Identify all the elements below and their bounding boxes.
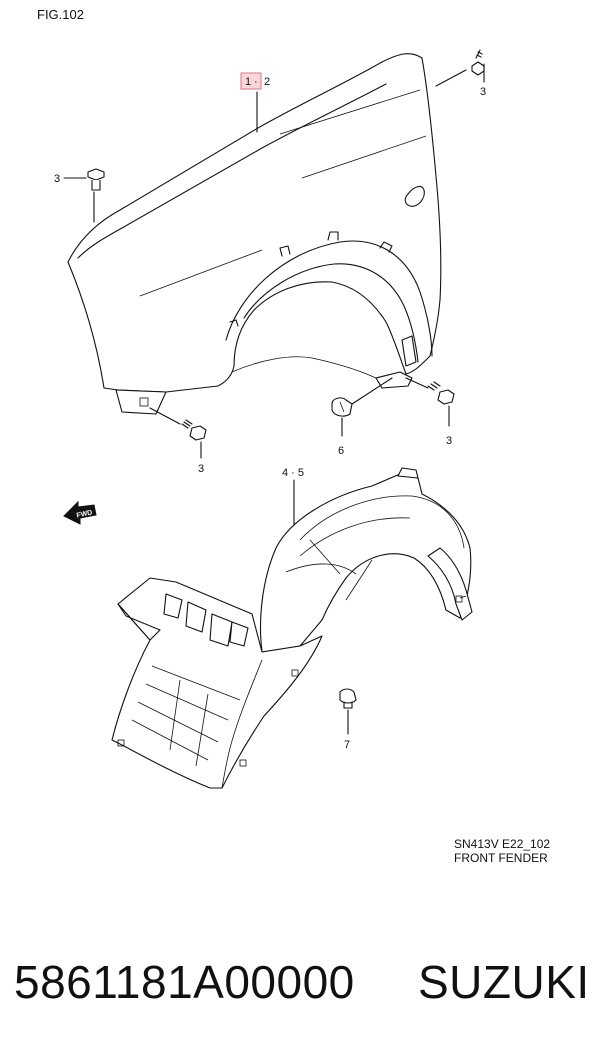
part-number: 5861181A00000 bbox=[14, 956, 355, 1008]
front-fender-panel bbox=[67, 53, 442, 415]
drawing-title: FRONT FENDER bbox=[454, 851, 548, 865]
bolt-icon bbox=[87, 168, 105, 223]
callout-bolt-top-right: 3 bbox=[480, 86, 486, 98]
callout-bolt-bottom-right: 3 bbox=[446, 435, 452, 447]
clip-icon bbox=[339, 688, 357, 735]
callout-fender-ref-2: 2 bbox=[264, 76, 270, 88]
bolt-icon bbox=[435, 49, 485, 87]
inner-fender-liner bbox=[111, 467, 473, 789]
callout-fender-ref-1: 1 bbox=[245, 76, 251, 88]
callout-clip-7: 7 bbox=[344, 739, 350, 751]
bolt-icon bbox=[405, 377, 455, 427]
callout-bolt-top-left: 3 bbox=[54, 173, 60, 185]
callout-fender-ref-sep: · bbox=[254, 76, 258, 88]
fwd-arrow-label: FWD bbox=[76, 509, 93, 519]
fwd-arrow-icon: FWD bbox=[63, 500, 97, 525]
callout-bolt-bottom-left: 3 bbox=[198, 463, 204, 475]
callout-fender-ref[interactable]: 1 · 2 bbox=[240, 72, 270, 90]
clip-icon bbox=[331, 377, 393, 437]
bolt-icon bbox=[149, 407, 207, 459]
drawing-code: SN413V E22_102 bbox=[454, 837, 550, 851]
brand-name: SUZUKI bbox=[418, 956, 590, 1008]
callout-clip-6: 6 bbox=[338, 445, 344, 457]
highlight-box bbox=[240, 72, 262, 90]
callout-liner-ref: 4 · 5 bbox=[282, 467, 304, 479]
figure-label: FIG.102 bbox=[37, 7, 84, 22]
